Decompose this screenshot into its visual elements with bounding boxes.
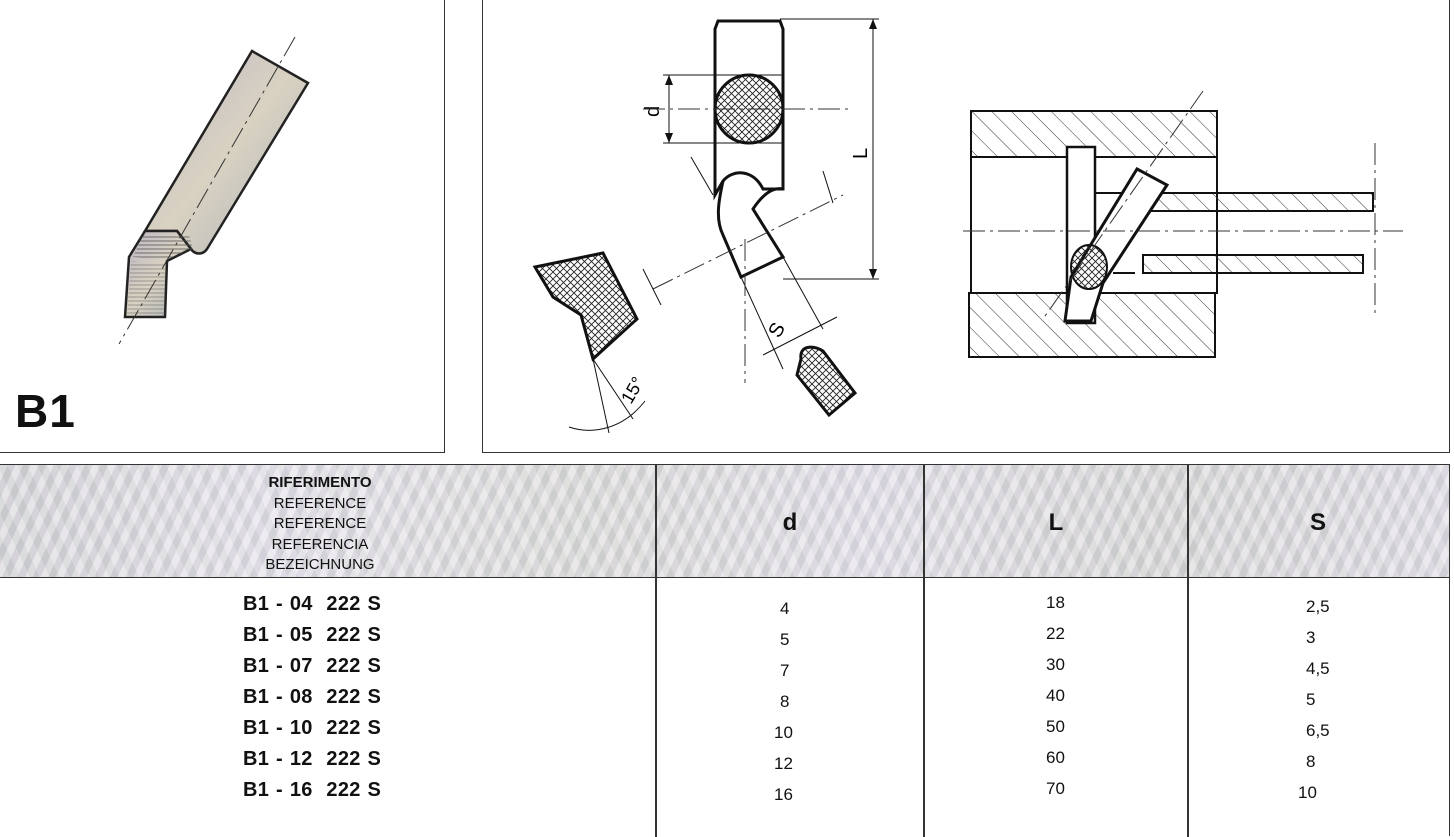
table-row: B1 - 16 222 S 16 70 10 bbox=[0, 779, 1449, 809]
S-cell: 8 bbox=[1306, 752, 1316, 771]
d-column-header: d bbox=[782, 509, 798, 536]
S-cell: 4,5 bbox=[1306, 659, 1330, 678]
reference-header-line: BEZEICHNUNG bbox=[265, 556, 375, 573]
reference-cell: B1 - 05 222 S bbox=[243, 624, 382, 646]
reference-cell: B1 - 07 222 S bbox=[243, 655, 382, 677]
reference-cell: B1 - 04 222 S bbox=[243, 593, 382, 615]
reference-column-header: RIFERIMENTO REFERENCE REFERENCE REFERENC… bbox=[160, 473, 480, 576]
reference-header-line: REFERENCE bbox=[273, 494, 367, 512]
column-divider bbox=[923, 465, 925, 837]
reference-cell: B1 - 16 222 S bbox=[243, 779, 382, 801]
column-divider bbox=[655, 465, 657, 837]
L-cell: 60 bbox=[1046, 748, 1065, 767]
dimensions-table: RIFERIMENTO REFERENCE REFERENCE REFERENC… bbox=[0, 464, 1450, 837]
reference-cell: B1 - 10 222 S bbox=[243, 717, 382, 739]
technical-drawing-panel: d L S 15° bbox=[482, 0, 1450, 453]
table-row: B1 - 07 222 S 7 30 4,5 bbox=[0, 655, 1449, 685]
tool-isometric-drawing bbox=[118, 36, 310, 345]
d-cell: 16 bbox=[774, 785, 793, 804]
series-label: B1 bbox=[15, 385, 76, 437]
L-cell: 50 bbox=[1046, 717, 1065, 736]
S-column-header: S bbox=[1309, 509, 1326, 536]
L-cell: 18 bbox=[1046, 593, 1065, 612]
reference-header-line: REFERENCE bbox=[273, 515, 367, 532]
column-divider bbox=[1187, 465, 1189, 837]
table-row: B1 - 12 222 S 12 60 8 bbox=[0, 748, 1449, 778]
S-cell: 6,5 bbox=[1306, 721, 1330, 740]
d-cell: 4 bbox=[780, 599, 790, 618]
table-header bbox=[0, 465, 1449, 578]
dim-d-label: d bbox=[642, 106, 664, 117]
d-cell: 5 bbox=[780, 630, 790, 649]
d-cell: 7 bbox=[780, 661, 790, 680]
L-cell: 30 bbox=[1046, 655, 1065, 674]
L-cell: 40 bbox=[1046, 686, 1065, 705]
L-cell: 70 bbox=[1046, 779, 1065, 798]
reference-header-line: RIFERIMENTO bbox=[268, 474, 372, 491]
table-row: B1 - 10 222 S 10 50 6,5 bbox=[0, 717, 1449, 747]
d-cell: 10 bbox=[774, 723, 793, 742]
reference-cell: B1 - 12 222 S bbox=[243, 748, 382, 770]
reference-header-line: REFERENCIA bbox=[271, 535, 369, 553]
L-cell: 22 bbox=[1046, 624, 1065, 643]
tool-view-panel: B1 bbox=[0, 0, 445, 453]
dim-L-label: L bbox=[850, 148, 872, 159]
S-cell: 5 bbox=[1306, 690, 1316, 709]
S-cell: 10 bbox=[1298, 783, 1317, 802]
d-cell: 12 bbox=[774, 754, 793, 773]
L-column-header: L bbox=[1048, 509, 1064, 536]
reference-cell: B1 - 08 222 S bbox=[243, 686, 382, 708]
d-cell: 8 bbox=[780, 692, 790, 711]
S-cell: 2,5 bbox=[1306, 597, 1330, 616]
dimensioned-tool-drawing: d L S 15° bbox=[532, 18, 1403, 434]
dim-S-label: S bbox=[764, 319, 790, 342]
table-row: B1 - 05 222 S 5 22 3 bbox=[0, 624, 1449, 654]
table-row: B1 - 08 222 S 8 40 5 bbox=[0, 686, 1449, 716]
S-cell: 3 bbox=[1306, 628, 1316, 647]
table-row: B1 - 04 222 S 4 18 2,5 bbox=[0, 593, 1449, 623]
